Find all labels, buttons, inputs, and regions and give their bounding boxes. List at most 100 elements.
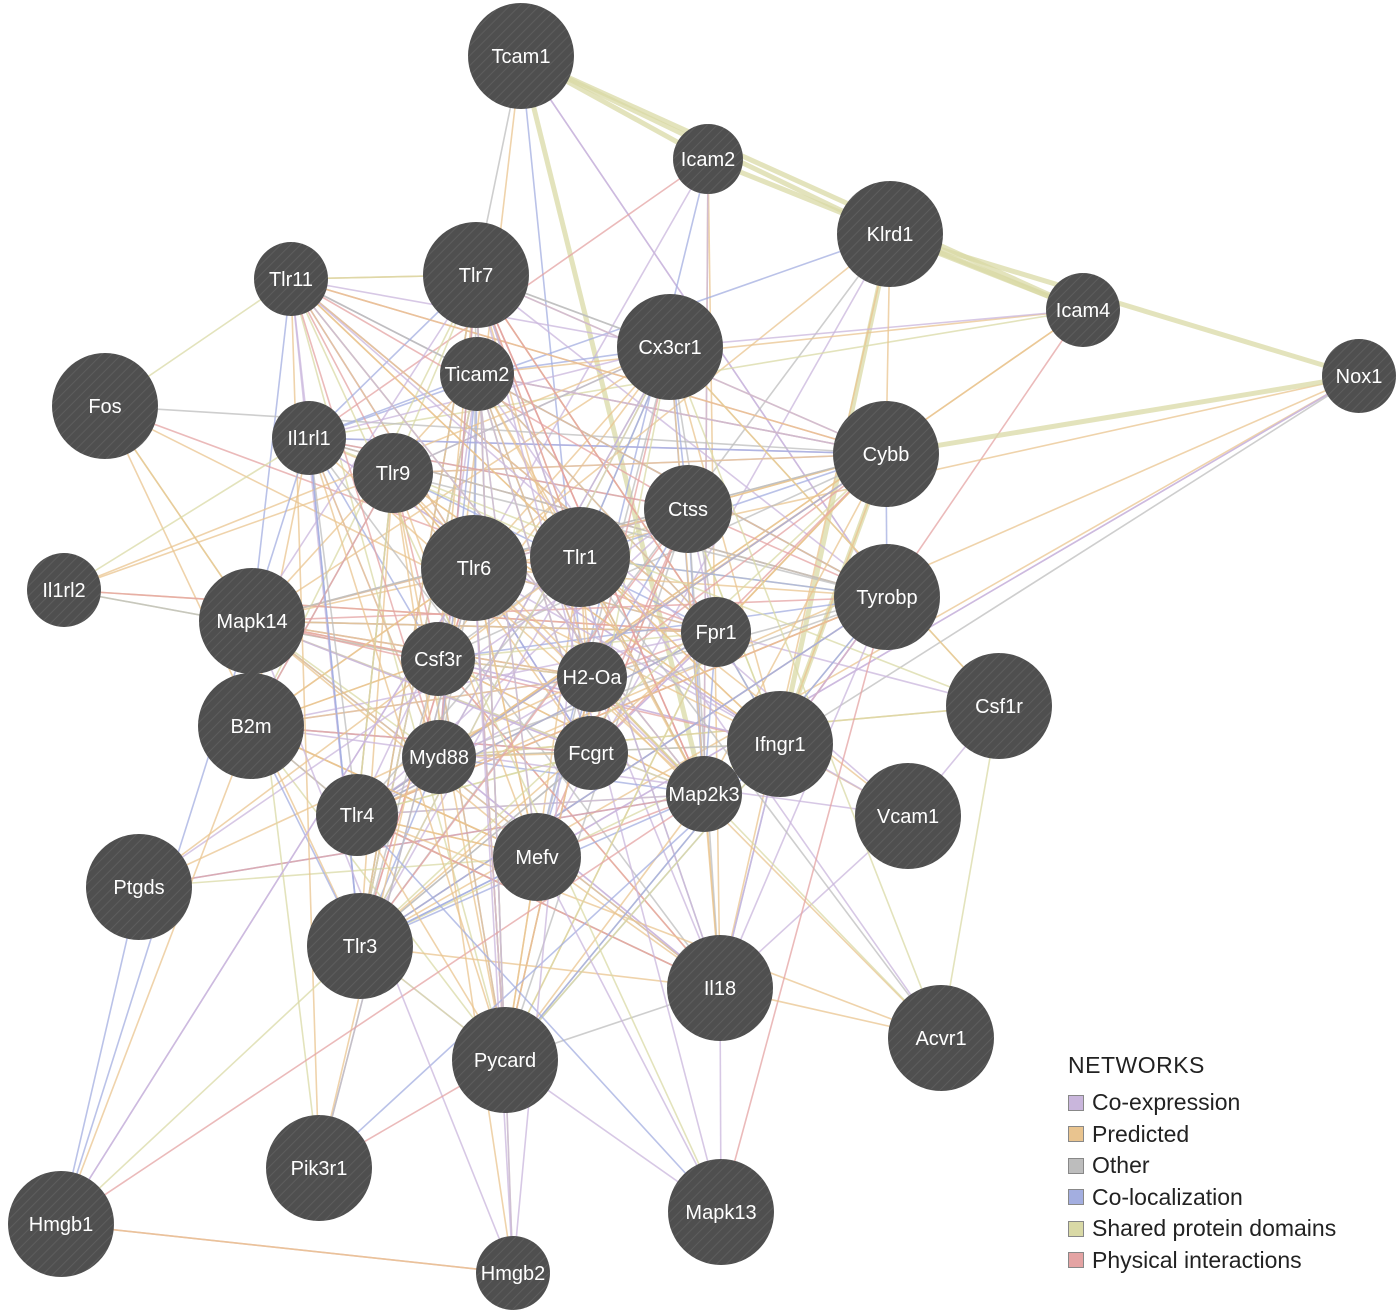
node-tlr1[interactable]: Tlr1 [530,507,630,607]
node-circle[interactable] [272,401,346,475]
node-circle[interactable] [617,294,723,400]
node-fpr1[interactable]: Fpr1 [681,597,751,667]
node-circle[interactable] [855,763,961,869]
node-circle[interactable] [644,465,732,553]
node-map2k3[interactable]: Map2k3 [666,756,742,832]
node-circle[interactable] [667,935,773,1041]
node-mefv[interactable]: Mefv [493,813,581,901]
node-circle[interactable] [316,774,398,856]
edge-coloc [437,596,888,660]
node-fos[interactable]: Fos [52,353,158,459]
node-tlr6[interactable]: Tlr6 [421,515,527,621]
node-circle[interactable] [254,242,328,316]
edge-phys [590,453,887,754]
edge-pred [476,309,1084,375]
node-circle[interactable] [1322,339,1396,413]
node-tlr4[interactable]: Tlr4 [316,774,398,856]
node-circle[interactable] [440,337,514,411]
node-tlr9[interactable]: Tlr9 [353,433,433,513]
edge-phys [138,793,705,888]
node-icam2[interactable]: Icam2 [673,124,743,194]
node-label: Hmgb2 [481,1263,545,1285]
node-circle[interactable] [198,673,304,779]
node-myd88[interactable]: Myd88 [402,720,476,794]
node-circle[interactable] [946,653,1052,759]
node-tlr7[interactable]: Tlr7 [423,222,529,328]
node-hmgb2[interactable]: Hmgb2 [476,1236,550,1310]
node-circle[interactable] [530,507,630,607]
node-tlr11[interactable]: Tlr11 [254,242,328,316]
node-klrd1[interactable]: Klrd1 [837,181,943,287]
node-mapk13[interactable]: Mapk13 [668,1159,774,1265]
node-ticam2[interactable]: Ticam2 [440,337,514,411]
node-circle[interactable] [307,893,413,999]
node-vcam1[interactable]: Vcam1 [855,763,961,869]
node-pycard[interactable]: Pycard [452,1007,558,1113]
node-tlr3[interactable]: Tlr3 [307,893,413,999]
node-label: Fcgrt [568,743,614,765]
node-circle[interactable] [421,515,527,621]
node-ifngr1[interactable]: Ifngr1 [727,691,833,797]
node-cybb[interactable]: Cybb [833,401,939,507]
node-hmgb1[interactable]: Hmgb1 [8,1171,114,1277]
edge-coexp [536,856,722,1213]
node-circle[interactable] [888,985,994,1091]
node-circle[interactable] [666,756,742,832]
node-circle[interactable] [727,691,833,797]
node-nox1[interactable]: Nox1 [1322,339,1396,413]
node-label: Acvr1 [915,1028,966,1050]
node-tyrobp[interactable]: Tyrobp [834,544,940,650]
node-il1rl2[interactable]: Il1rl2 [27,553,101,627]
node-mapk14[interactable]: Mapk14 [199,568,305,674]
node-tcam1[interactable]: Tcam1 [468,3,574,109]
node-csf3r[interactable]: Csf3r [401,622,475,696]
node-circle[interactable] [476,1236,550,1310]
edge-pred [669,346,1000,707]
node-cx3cr1[interactable]: Cx3cr1 [617,294,723,400]
node-circle[interactable] [86,834,192,940]
node-circle[interactable] [423,222,529,328]
node-circle[interactable] [8,1171,114,1277]
node-circle[interactable] [402,720,476,794]
node-circle[interactable] [834,544,940,650]
node-circle[interactable] [1046,273,1120,347]
node-circle[interactable] [353,433,433,513]
node-ctss[interactable]: Ctss [644,465,732,553]
node-pik3r1[interactable]: Pik3r1 [266,1115,372,1221]
legend-label-spd: Shared protein domains [1092,1215,1337,1242]
node-label: Ctss [668,499,708,521]
node-circle[interactable] [681,597,751,667]
node-circle[interactable] [557,642,627,712]
node-circle[interactable] [833,401,939,507]
node-label: Pik3r1 [291,1158,348,1180]
node-ptgds[interactable]: Ptgds [86,834,192,940]
node-circle[interactable] [668,1159,774,1265]
node-acvr1[interactable]: Acvr1 [888,985,994,1091]
node-icam4[interactable]: Icam4 [1046,273,1120,347]
node-csf1r[interactable]: Csf1r [946,653,1052,759]
edge-other [104,405,887,455]
edge-coloc [356,814,722,1213]
node-circle[interactable] [52,353,158,459]
node-il1rl1[interactable]: Il1rl1 [272,401,346,475]
node-circle[interactable] [673,124,743,194]
edge-pred [104,405,361,947]
node-circle[interactable] [493,813,581,901]
node-fcgrt[interactable]: Fcgrt [554,716,628,790]
node-circle[interactable] [468,3,574,109]
node-circle[interactable] [837,181,943,287]
edge-spd [356,472,394,816]
node-circle[interactable] [199,568,305,674]
node-label: Mapk13 [685,1202,756,1224]
node-il18[interactable]: Il18 [667,935,773,1041]
node-label: Il1rl1 [287,428,330,450]
node-circle[interactable] [554,716,628,790]
node-h2-oa[interactable]: H2-Oa [557,642,627,712]
edge-coexp [475,274,888,598]
node-circle[interactable] [452,1007,558,1113]
node-circle[interactable] [401,622,475,696]
node-b2m[interactable]: B2m [198,673,304,779]
node-circle[interactable] [27,553,101,627]
edge-spd [669,346,942,1039]
node-circle[interactable] [266,1115,372,1221]
